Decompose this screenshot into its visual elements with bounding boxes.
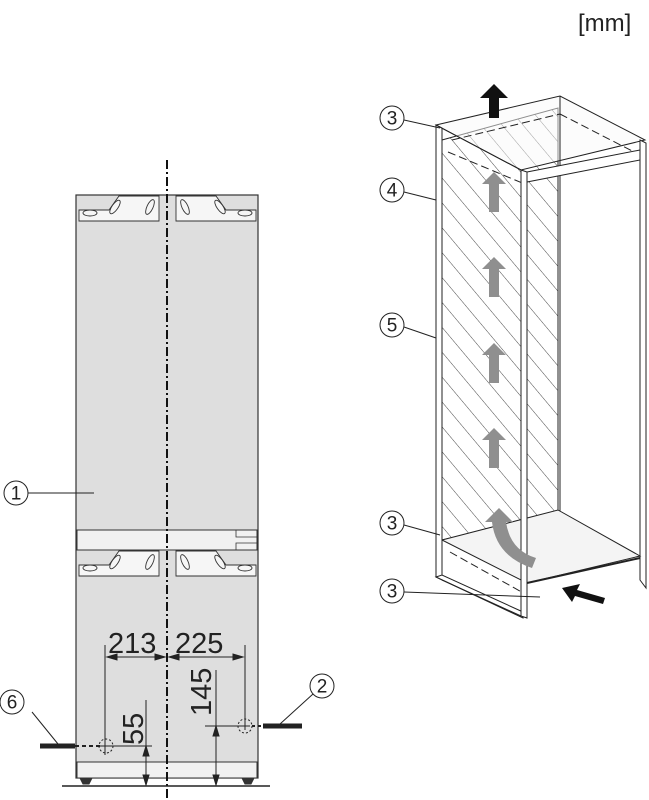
exhaust-arrow-icon — [480, 84, 508, 118]
bottom-bracket — [78, 550, 257, 577]
callout-leaders — [403, 119, 541, 598]
svg-text:3: 3 — [387, 109, 398, 130]
right-connection — [237, 693, 314, 734]
svg-text:6: 6 — [7, 693, 18, 714]
dimension-lines — [100, 645, 250, 787]
airflow-up-arrow-icon — [482, 428, 506, 468]
airflow-curved-arrow-icon — [485, 508, 536, 568]
callout-4: 4 — [379, 177, 405, 203]
dimension-213: 213 — [108, 628, 156, 660]
svg-text:1: 1 — [11, 484, 22, 505]
callout-6: 6 — [0, 689, 25, 715]
svg-text:3: 3 — [387, 514, 398, 535]
appliance-front-view: 213 225 55 145 1 2 6 — [0, 160, 335, 800]
cabinet-ventilation-view — [434, 95, 647, 619]
right-side-panel — [639, 139, 647, 590]
callout-3-bottom: 3 — [379, 510, 405, 536]
airflow-up-arrow-icon — [482, 343, 506, 383]
intake-arrow-icon — [562, 584, 605, 604]
callout-2: 2 — [309, 673, 335, 699]
svg-text:3: 3 — [387, 582, 398, 603]
svg-text:2: 2 — [317, 677, 328, 698]
callout-5: 5 — [379, 312, 405, 338]
dimension-225: 225 — [175, 628, 223, 660]
front-edge — [520, 169, 528, 619]
left-side-panel — [435, 124, 443, 581]
left-connection — [31, 711, 114, 754]
airflow-up-arrow-icon — [482, 257, 506, 297]
callout-3-inlet: 3 — [379, 578, 405, 604]
svg-text:4: 4 — [387, 181, 398, 202]
dimension-55: 55 — [118, 713, 150, 745]
callout-1: 1 — [3, 480, 29, 506]
top-bracket — [78, 195, 257, 222]
airflow-arrows — [480, 84, 605, 604]
callout-3-top: 3 — [379, 105, 405, 131]
airflow-up-arrow-icon — [482, 172, 506, 212]
svg-text:5: 5 — [387, 316, 398, 337]
dimension-145: 145 — [186, 668, 218, 716]
unit-label: [mm] — [578, 10, 632, 37]
